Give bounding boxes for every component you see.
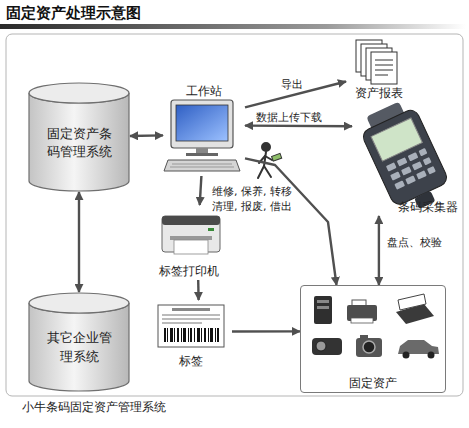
connector-arrow <box>232 330 300 333</box>
connector-arrow <box>197 280 200 300</box>
person-figure <box>258 143 282 178</box>
connector-arrow <box>245 124 352 127</box>
scanner-device <box>355 97 454 218</box>
connector-arrow <box>200 176 202 205</box>
report-node: 资产报表 <box>346 38 412 102</box>
node-label: 工作站 <box>163 84 245 100</box>
asset-icons <box>312 294 439 359</box>
title-bar <box>0 24 466 29</box>
edge-label: 数据上传下载 <box>256 111 322 126</box>
printer-icon <box>162 216 220 254</box>
barcode-label <box>158 305 224 347</box>
system-name: 其它企业管理系统 <box>45 329 113 367</box>
document-stack <box>356 40 397 84</box>
asset-group-box: 固定资产 <box>300 285 446 393</box>
scanner-node: 条码采集器 <box>352 104 462 216</box>
diagram-title: 固定资产处理示意图 <box>6 4 141 23</box>
workstation-node: 工作站 <box>163 84 245 176</box>
connector-arrow <box>245 158 337 285</box>
printer-node: 标签打印机 <box>146 205 232 280</box>
database-cylinder: 固定资产条码管理系统 <box>28 82 130 192</box>
node-label: 标签打印机 <box>136 264 242 280</box>
connector-arrow <box>130 134 163 137</box>
computer-icon <box>164 100 240 171</box>
node-label: 标签 <box>140 354 242 370</box>
edge-label: 维修, 保养, 转移 清理, 报废, 借出 <box>212 185 300 215</box>
label-node: 标签 <box>150 300 232 370</box>
connector-arrow <box>78 192 80 292</box>
connector-arrow <box>378 216 380 285</box>
node-label: 资产报表 <box>336 86 422 102</box>
node-label: 条码采集器 <box>398 200 458 216</box>
database-cylinder: 其它企业管理系统 <box>28 292 130 392</box>
diagram-caption: 小牛条码固定资产管理系统 <box>22 399 166 416</box>
node-label: 固定资产 <box>291 376 455 392</box>
frame <box>6 34 463 396</box>
system-name: 固定资产条码管理系统 <box>45 125 113 163</box>
edge-label: 盘点、校验 <box>387 236 442 251</box>
edge-label: 导出 <box>281 78 303 93</box>
